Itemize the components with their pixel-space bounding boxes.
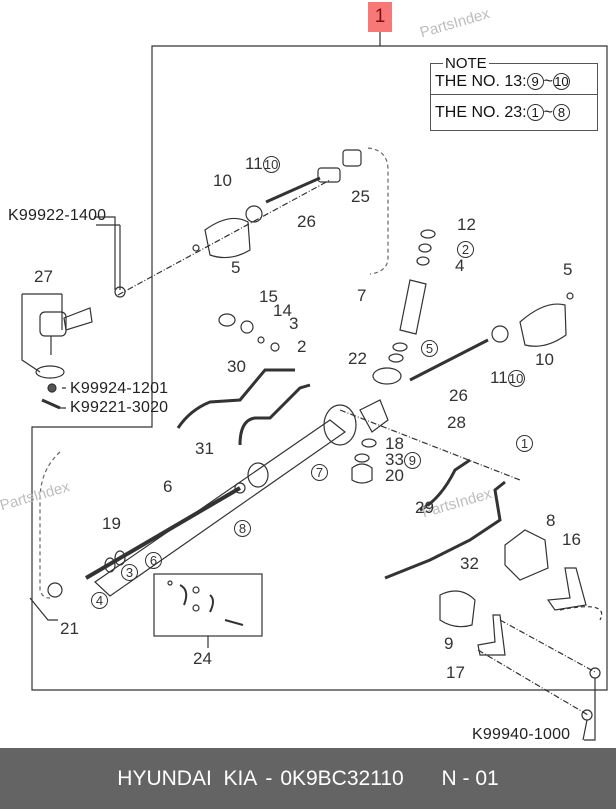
callout[interactable]: 14 [273, 301, 292, 320]
note-title: NOTE [443, 55, 489, 72]
callout[interactable]: 2 [457, 240, 474, 258]
callout[interactable]: 10 [535, 350, 554, 369]
callout[interactable]: 1110 [245, 154, 280, 173]
callout[interactable]: 12 [457, 215, 476, 234]
callout[interactable]: 27 [34, 267, 53, 286]
callout[interactable]: 4 [91, 591, 108, 609]
callout[interactable]: 9 [444, 634, 454, 653]
part-number-label[interactable]: K99940-1000 [472, 726, 571, 743]
callout[interactable]: 5 [231, 258, 241, 277]
callout[interactable]: 5 [563, 260, 573, 279]
diagram-line-art [21, 32, 608, 741]
callout[interactable]: 31 [195, 439, 214, 458]
footer-brand: HYUNDAI KIA [117, 767, 258, 790]
callout[interactable]: 17 [446, 663, 465, 682]
callout[interactable]: 20 [385, 466, 404, 485]
callout[interactable]: 7 [357, 286, 367, 305]
assembly-callout-badge[interactable]: 1 [368, 2, 392, 32]
callout[interactable]: 6 [145, 551, 162, 569]
callout[interactable]: 26 [449, 386, 468, 405]
callout[interactable]: 24 [193, 649, 212, 668]
callout[interactable]: 25 [351, 187, 370, 206]
note-divider [431, 94, 597, 95]
callout[interactable]: 28 [447, 413, 466, 432]
assembly-frame [31, 45, 608, 691]
part-number-label[interactable]: K99924-1201 [70, 380, 169, 397]
note-box: NOTE THE NO. 13:9~10 THE NO. 23:1~8 [430, 55, 598, 131]
callout[interactable]: 8 [234, 519, 251, 537]
callout[interactable]: 4 [455, 256, 465, 275]
callout[interactable]: 21 [60, 619, 79, 638]
callout[interactable]: 29 [415, 498, 434, 517]
note-row: THE NO. 13:9~10 [435, 73, 570, 90]
callout[interactable]: 3 [121, 563, 138, 581]
callout[interactable]: 15 [259, 287, 278, 306]
callout[interactable]: 7 [311, 463, 328, 481]
footer-page: N - 01 [441, 767, 499, 790]
part-number-label[interactable]: K99221-3020 [70, 399, 169, 416]
callout[interactable]: 16 [562, 530, 581, 549]
footer-part-number: 0K9BC32110 [280, 767, 404, 790]
callout[interactable]: 30 [227, 357, 246, 376]
note-row: THE NO. 23:1~8 [435, 104, 570, 122]
footer-separator: - [265, 767, 273, 790]
callout[interactable]: 26 [297, 212, 316, 231]
callout[interactable]: 5 [421, 339, 438, 357]
callout[interactable]: 19 [102, 514, 121, 533]
callout[interactable]: 1 [516, 434, 533, 452]
callout[interactable]: 3 [289, 314, 299, 333]
callout[interactable]: 6 [163, 477, 173, 496]
footer-bar: HYUNDAI KIA-0K9BC32110 N - 01 [0, 748, 616, 809]
callout[interactable]: 32 [460, 554, 479, 573]
part-number-label[interactable]: K99922-1400 [8, 207, 107, 224]
callout[interactable]: 8 [546, 511, 556, 530]
callout[interactable]: 18 [385, 434, 404, 453]
callout[interactable]: 2 [297, 337, 307, 356]
parts-diagram: PartsIndex PartsIndex PartsIndex 1 NOTE … [0, 2, 608, 743]
callout[interactable]: 10 [213, 171, 232, 190]
callout[interactable]: 1110 [490, 368, 525, 387]
callout[interactable]: 22 [348, 349, 367, 368]
